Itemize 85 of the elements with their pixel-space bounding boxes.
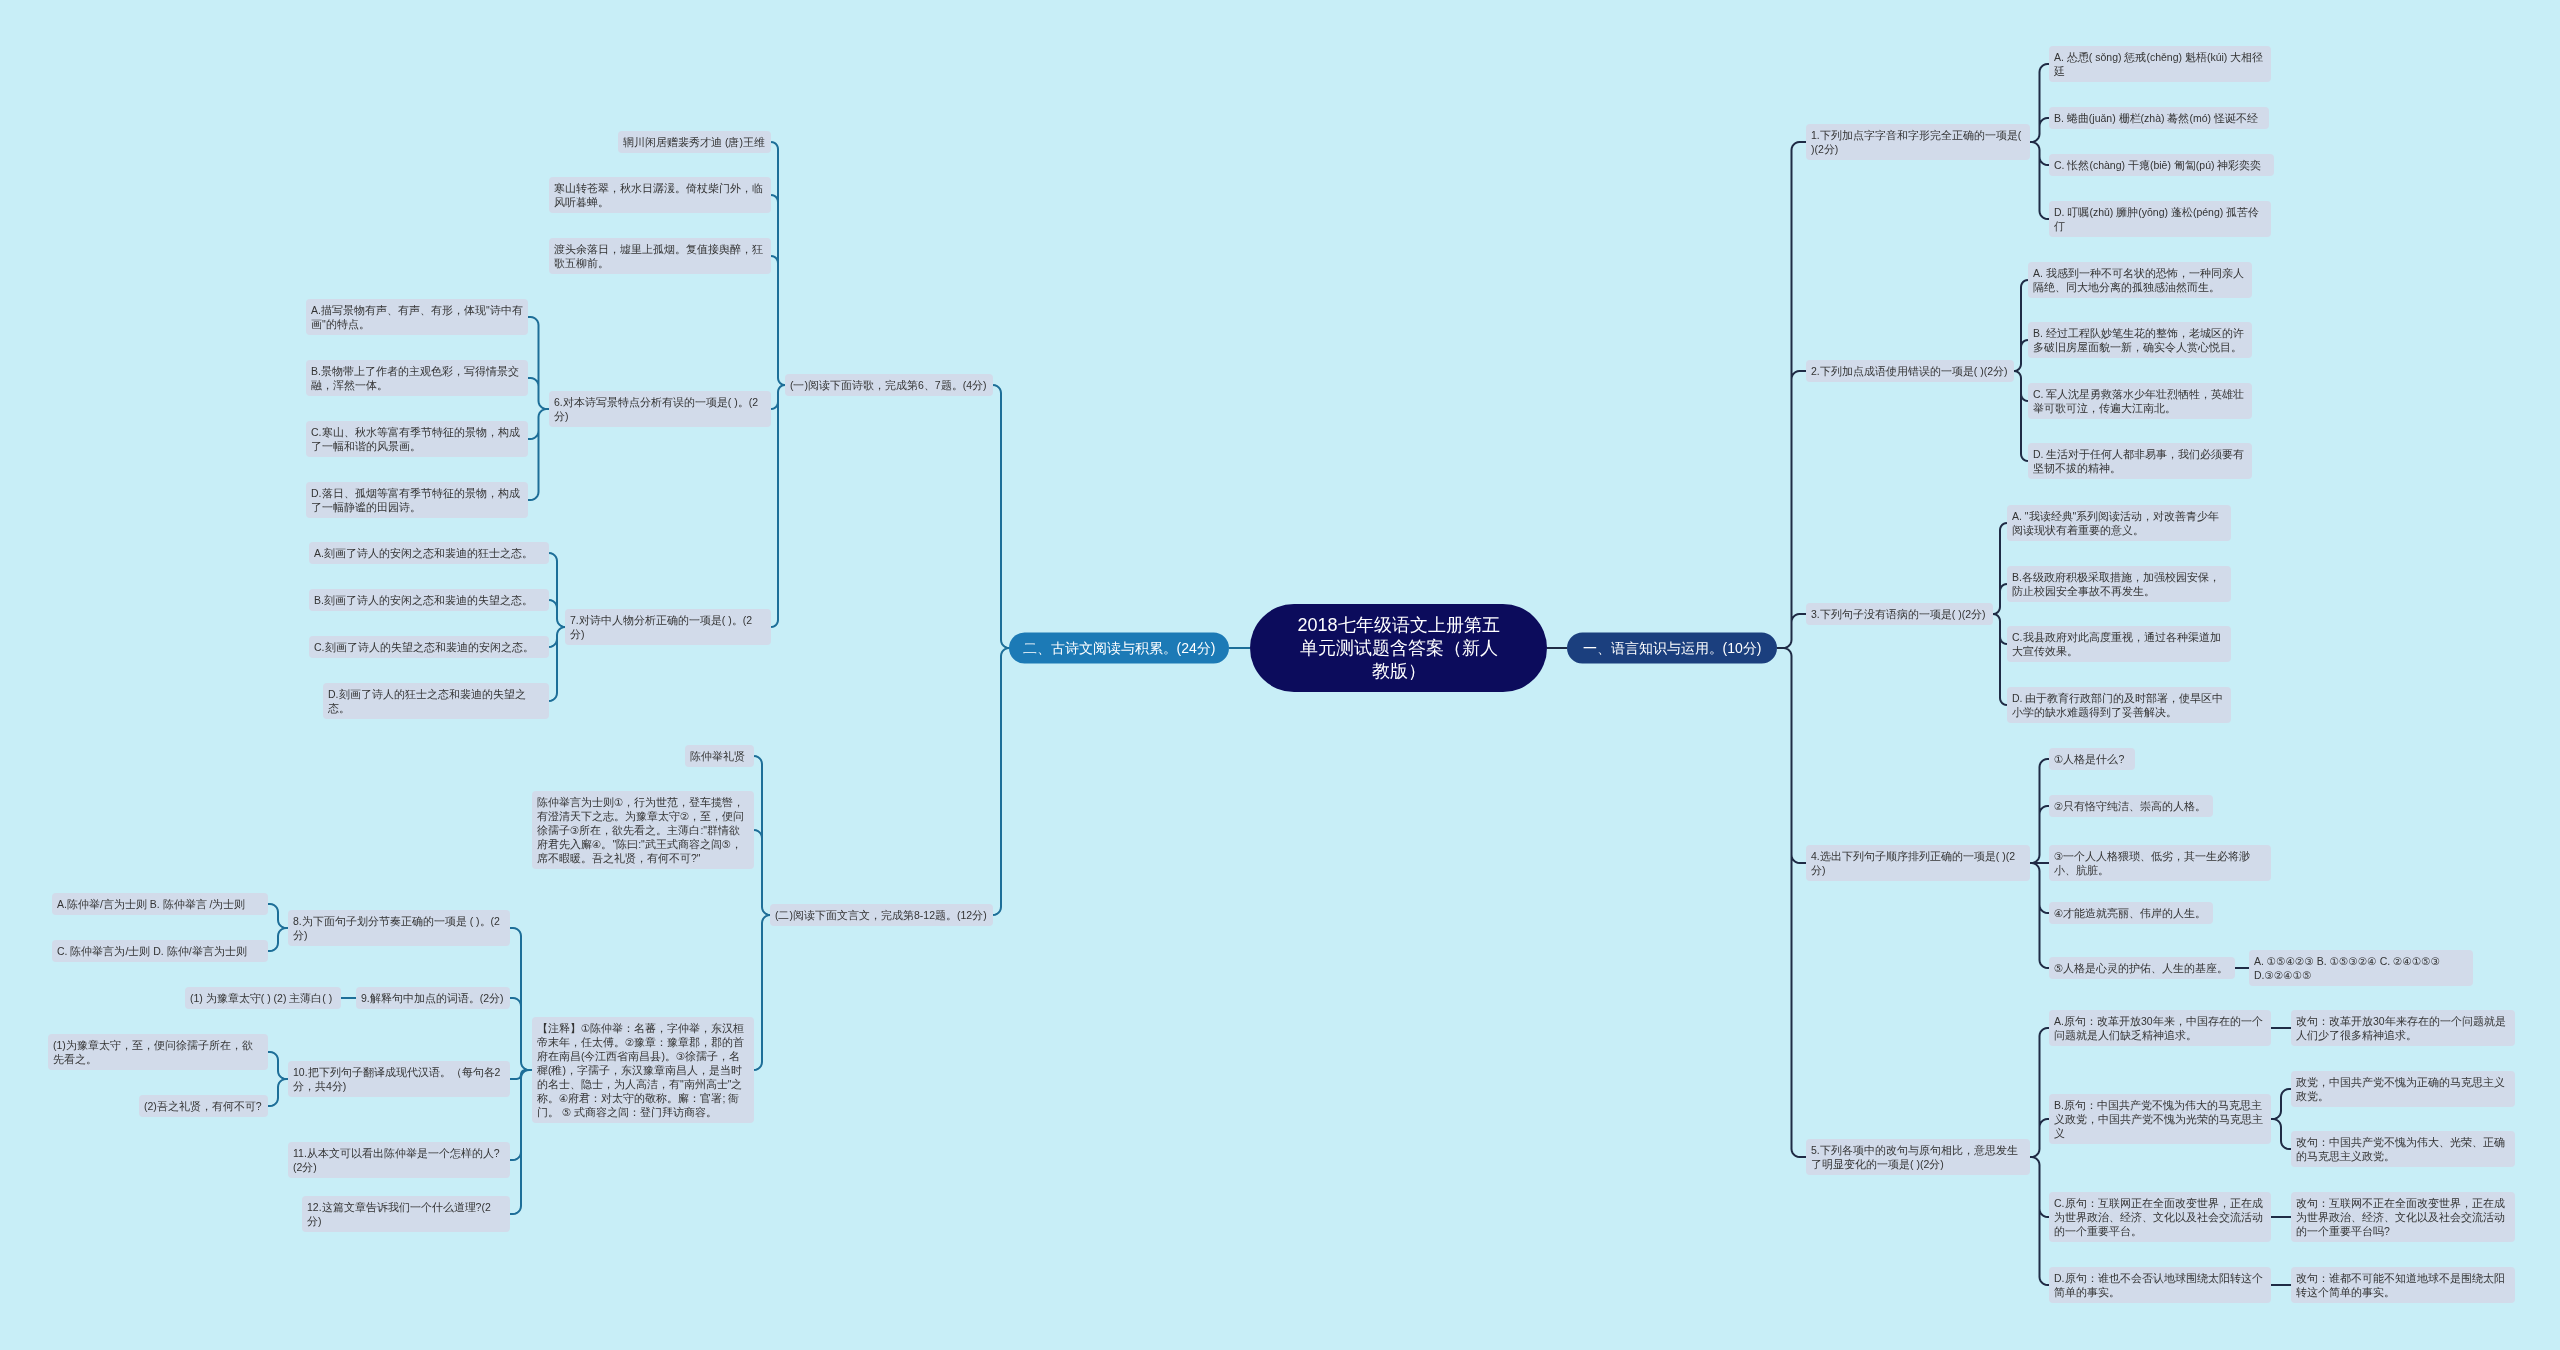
topic-node: 8.为下面句子划分节奏正确的一项是 ( )。(2分) [288, 910, 510, 946]
topic-node: A. ①⑤④②③ B. ①⑤③②④ C. ②④①⑤③ D.③②④①⑤ [2249, 950, 2473, 986]
topic-node: D.原句：谁也不会否认地球围绕太阳转这个简单的事实。 [2049, 1267, 2271, 1303]
topic-node: 12.这篇文章告诉我们一个什么道理?(2分) [302, 1196, 510, 1232]
connector-line [2270, 1027, 2292, 1029]
topic-node: 11.从本文可以看出陈仲举是一个怎样的人?(2分) [288, 1142, 510, 1178]
connector-line [2029, 758, 2050, 969]
topic-node: B. 蜷曲(juǎn) 栅栏(zhà) 蓦然(mó) 怪诞不经 [2049, 107, 2269, 129]
topic-node: C. 陈仲举言为/士则 D. 陈仲/举言为士则 [52, 940, 268, 962]
connector-line [770, 141, 786, 628]
topic-node: A.陈仲举/言为士则 B. 陈仲举言 /为士则 [52, 893, 268, 915]
connector-line [2029, 63, 2050, 220]
topic-node: 陈仲举言为士则①，行为世范，登车揽辔，有澄清天下之志。为豫章太守②，至，便问徐孺子③所在，欲先看之。主薄白:"群情欲府君先入廨④。"陈曰:"武王式商容之闾⑤，席不暇暖。吾之礼贤，有何不可?" [532, 791, 754, 869]
topic-node: C.寒山、秋水等富有季节特征的景物，构成了一幅和谐的风景画。 [306, 421, 528, 457]
topic-node: 陈仲举礼贤 [685, 745, 754, 767]
topic-node: B.原句：中国共产党不愧为伟大的马克思主义政党，中国共产党不愧为光荣的马克思主义 [2049, 1094, 2271, 1144]
connector-line [2234, 967, 2250, 969]
topic-node: ④才能造就亮丽、伟岸的人生。 [2049, 902, 2213, 924]
central-topic: 2018七年级语文上册第五单元测试题含答案（新人教版） [1250, 604, 1547, 692]
topic-node: A.描写景物有声、有声、有形，体现"诗中有画"的特点。 [306, 299, 528, 335]
topic-node: D.刻画了诗人的狂士之态和裴迪的失望之态。 [323, 683, 549, 719]
topic-node: 4.选出下列句子顺序排列正确的一项是( )(2分) [1806, 845, 2030, 881]
topic-node: C.原句：互联网正在全面改变世界，正在成为世界政治、经济、文化以及社会交流活动的一个重要平台。 [2049, 1192, 2271, 1242]
topic-node: 1.下列加点字字音和字形完全正确的一项是( )(2分) [1806, 124, 2030, 160]
topic-node: 10.把下列句子翻译成现代汉语。（每句各2分，共4分) [288, 1061, 510, 1097]
topic-node: A.刻画了诗人的安闲之态和裴迪的狂士之态。 [309, 542, 549, 564]
connector-line [1228, 647, 1251, 649]
topic-node: B.景物带上了作者的主观色彩，写得情景交融，浑然一体。 [306, 360, 528, 396]
topic-node: C.我县政府对此高度重视，通过各种渠道加大宣传效果。 [2007, 626, 2231, 662]
connector-line [509, 927, 533, 1215]
connector-line [1992, 522, 2008, 706]
topic-node: 改句：谁都不可能不知道地球不是围绕太阳转这个简单的事实。 [2291, 1267, 2515, 1303]
topic-node: (一)阅读下面诗歌，完成第6、7题。(4分) [785, 374, 993, 396]
topic-node: D. 生活对于任何人都非易事，我们必须要有坚韧不拔的精神。 [2028, 443, 2252, 479]
topic-node: C.刻画了诗人的失望之态和裴迪的安闲之态。 [309, 636, 549, 658]
topic-node: 7.对诗中人物分析正确的一项是( )。(2分) [565, 609, 771, 645]
topic-node: 9.解释句中加点的词语。(2分) [356, 987, 510, 1009]
topic-node: A. 我感到一种不可名状的恐怖，一种同亲人隔绝、同大地分离的孤独感油然而生。 [2028, 262, 2252, 298]
topic-node: D.落日、孤烟等富有季节特征的景物，构成了一幅静谧的田园诗。 [306, 482, 528, 518]
connector-line [267, 903, 289, 952]
topic-node: B.各级政府积极采取措施，加强校园安保，防止校园安全事故不再发生。 [2007, 566, 2231, 602]
topic-node: A.原句：改革开放30年来，中国存在的一个问题就是人们缺乏精神追求。 [2049, 1010, 2271, 1046]
topic-node: A. "我读经典"系列阅读活动，对改善青少年阅读现状有着重要的意义。 [2007, 505, 2231, 541]
connector-line [340, 997, 357, 999]
topic-node: 改句：中国共产党不愧为伟大、光荣、正确的马克思主义政党。 [2291, 1131, 2515, 1167]
topic-node: 改句：互联网不正在全面改变世界，正在成为世界政治、经济、文化以及社会交流活动的一个重要平台吗? [2291, 1192, 2515, 1242]
connector-line [2270, 1216, 2292, 1218]
topic-node: (1)为豫章太守，至，便问徐孺子所在，欲先看之。 [48, 1034, 268, 1070]
topic-node: (二)阅读下面文言文，完成第8-12题。(12分) [770, 904, 993, 926]
topic-node: 寒山转苍翠，秋水日潺湲。倚杖柴门外，临风听暮蝉。 [549, 177, 771, 213]
connector-line [527, 316, 550, 501]
topic-node: (1) 为豫章太守( ) (2) 主薄白( ) [185, 987, 341, 1009]
topic-node: A. 怂恿( sǒng) 惩戒(chěng) 魁梧(kúi) 大相径廷 [2049, 46, 2271, 82]
topic-node: C. 军人沈星勇救落水少年壮烈牺牲，英雄壮举可歌可泣，传遍大江南北。 [2028, 383, 2252, 419]
topic-node: 3.下列句子没有语病的一项是( )(2分) [1806, 603, 1993, 625]
topic-node: 改句：改革开放30年来存在的一个问题就是人们少了很多精神追求。 [2291, 1010, 2515, 1046]
topic-node: 6.对本诗写景特点分析有误的一项是( )。(2分) [549, 391, 771, 427]
connector-line [753, 755, 771, 1071]
topic-node: D. 由于教育行政部门的及时部署，使旱区中小学的缺水难题得到了妥善解决。 [2007, 687, 2231, 723]
topic-node: 【注释】①陈仲举：名蕃，字仲举，东汉桓帝末年，任太傅。②豫章：豫章郡，郡的首府在南昌(今江西省南昌县)。③徐孺子，名穉(稚)，字孺子，东汉豫章南昌人，是当时的名士、隐士，为人高洁，有"南州高士"之称。④府君：对太守的敬称。廨：官署; 衙门。 ⑤ 式商容之闾：登门拜访商容。 [532, 1017, 754, 1123]
topic-node: B.刻画了诗人的安闲之态和裴迪的失望之态。 [309, 589, 549, 611]
connector-line [2270, 1284, 2292, 1286]
topic-node: B. 经过工程队妙笔生花的整饰，老城区的许多破旧房屋面貌一新，确实令人赏心悦目。 [2028, 322, 2252, 358]
topic-node: 渡头余落日，墟里上孤烟。复值接舆醉，狂歌五柳前。 [549, 238, 771, 274]
topic-node: (2)吾之礼贤，有何不可? [139, 1095, 268, 1117]
topic-node: 2.下列加点成语使用错误的一项是( )(2分) [1806, 360, 2014, 382]
topic-node: ②只有恪守纯洁、崇高的人格。 [2049, 795, 2213, 817]
topic-node: 5.下列各项中的改句与原句相比，意思发生了明显变化的一项是( )(2分) [1806, 1139, 2030, 1175]
connector-line [2270, 1088, 2292, 1150]
topic-node: C. 怅然(chàng) 干瘪(biē) 匍匐(pú) 神彩奕奕 [2049, 154, 2274, 176]
connector-line [267, 1051, 289, 1107]
topic-node: 政党，中国共产党不愧为正确的马克思主义政党。 [2291, 1071, 2515, 1107]
connector-line [548, 552, 566, 702]
connector-line [992, 384, 1010, 916]
topic-node: ③一个人人格猥琐、低劣，其一生必将渺小、肮脏。 [2049, 845, 2271, 881]
topic-node: D. 叮嘱(zhǔ) 臃肿(yōng) 蓬松(péng) 孤苦伶仃 [2049, 201, 2271, 237]
connector-line [2029, 1027, 2050, 1286]
branch-topic: 二、古诗文阅读与积累。(24分) [1009, 632, 1229, 664]
topic-node: ⑤人格是心灵的护佑、人生的基座。 [2049, 957, 2235, 979]
branch-topic: 一、语言知识与运用。(10分) [1567, 632, 1777, 664]
connector-line [2013, 279, 2029, 462]
topic-node: 辋川闲居赠裴秀才迪 (唐)王维 [618, 131, 771, 153]
connector-line [1776, 141, 1807, 1158]
topic-node: ①人格是什么? [2049, 748, 2135, 770]
connector-line [1546, 647, 1568, 649]
